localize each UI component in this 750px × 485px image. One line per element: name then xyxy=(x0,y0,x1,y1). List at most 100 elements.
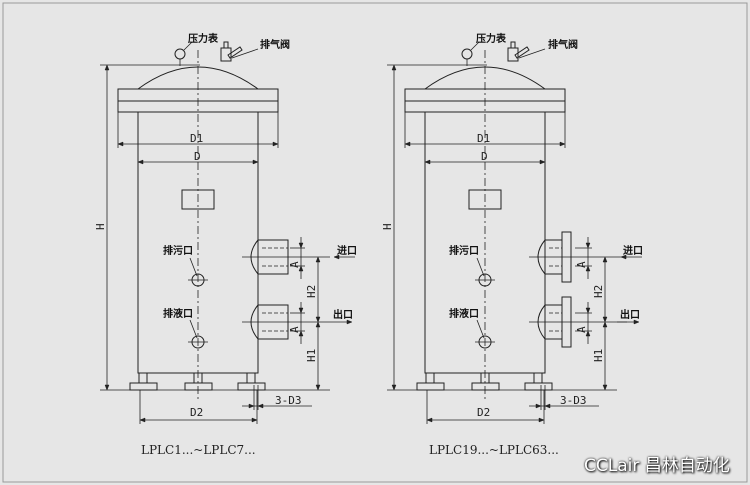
arrow xyxy=(298,242,304,249)
vent-valve-cap xyxy=(510,41,516,49)
foot-pad xyxy=(184,382,213,391)
inlet-nozzle xyxy=(537,239,563,275)
outlet-nozzle xyxy=(250,304,289,340)
arrow xyxy=(585,265,591,272)
arrow xyxy=(137,159,144,165)
foot-leg xyxy=(533,372,543,384)
dim-A-outlet: A xyxy=(288,326,301,333)
inlet-arrow-icon xyxy=(333,254,340,260)
arrow xyxy=(315,256,321,263)
right-labels: 压力表 排气阀 排污口 排液口 进口 出口 D1 D H A A H2 H1 D… xyxy=(381,32,643,457)
dim-A-outlet: A xyxy=(575,326,588,333)
outlet-arrow-icon xyxy=(633,319,640,325)
outlet-arrow-icon xyxy=(346,319,353,325)
arrow xyxy=(424,159,431,165)
dim-D2: D2 xyxy=(477,406,490,419)
drain-sewage-port-leader xyxy=(189,257,198,277)
pressure-gauge-icon xyxy=(174,48,186,60)
dim-D2: D2 xyxy=(190,406,203,419)
dim-H: H xyxy=(381,223,394,230)
dim-D: D xyxy=(194,150,201,163)
left-labels: 压力表 排气阀 排污口 排液口 进口 出口 D1 D H A A H2 H1 D… xyxy=(94,32,357,457)
arrow xyxy=(585,307,591,314)
dim-D1: D1 xyxy=(477,132,490,145)
dim-H1: H1 xyxy=(305,349,318,362)
arrow xyxy=(104,384,110,391)
model-label-left: LPLC1...~LPLC7... xyxy=(141,443,256,457)
foot-pad xyxy=(416,382,445,391)
arrow xyxy=(538,417,545,423)
arrow xyxy=(315,316,321,323)
pressure-gauge-label: 压力表 xyxy=(188,32,219,45)
arrow xyxy=(257,403,264,409)
dim-A-inlet: A xyxy=(575,261,588,268)
drain-sewage-label: 排污口 xyxy=(449,244,479,257)
vent-valve-handle xyxy=(227,46,243,59)
vessel-drawing-right xyxy=(387,41,642,424)
pressure-gauge-icon xyxy=(461,48,473,60)
arrow xyxy=(585,242,591,249)
dim-D1: D1 xyxy=(190,132,203,145)
foot-pad xyxy=(129,382,158,391)
arrow xyxy=(404,141,411,147)
arrow xyxy=(251,417,258,423)
drain-liquid-port-leader xyxy=(189,319,198,339)
dim-D3: 3-D3 xyxy=(275,394,302,407)
nameplate xyxy=(468,189,502,210)
arrow xyxy=(602,316,608,323)
arrow xyxy=(117,141,124,147)
arrow xyxy=(248,403,255,409)
inlet-label: 进口 xyxy=(337,244,357,257)
dim-A-inlet: A xyxy=(288,261,301,268)
foot-pad xyxy=(471,382,500,391)
arrow xyxy=(602,256,608,263)
arrow xyxy=(544,403,551,409)
arrow xyxy=(298,307,304,314)
arrow xyxy=(315,321,321,328)
arrow xyxy=(139,417,146,423)
arrow xyxy=(426,417,433,423)
vent-valve-leader xyxy=(231,48,259,59)
watermark: CCLair 昌林自动化 xyxy=(584,456,730,476)
arrow xyxy=(539,159,546,165)
dim-H: H xyxy=(94,223,107,230)
vent-valve-handle xyxy=(514,46,530,59)
arrow xyxy=(391,384,397,391)
arrow xyxy=(559,141,566,147)
outlet-label: 出口 xyxy=(620,308,640,321)
pressure-gauge-label: 压力表 xyxy=(476,32,507,45)
arrow xyxy=(315,384,321,391)
arrow xyxy=(602,321,608,328)
inlet-label: 进口 xyxy=(623,244,643,257)
foot-leg xyxy=(425,372,435,384)
outlet-label: 出口 xyxy=(333,308,353,321)
foot-leg xyxy=(246,372,256,384)
arrow xyxy=(391,64,397,71)
pressure-gauge-leader xyxy=(470,41,480,51)
drain-liquid-label: 排液口 xyxy=(163,307,193,320)
drain-sewage-port-leader xyxy=(476,257,485,277)
vent-valve-label: 排气阀 xyxy=(260,38,290,51)
dim-H1: H1 xyxy=(592,349,605,362)
inlet-nozzle xyxy=(250,239,289,275)
drain-sewage-label: 排污口 xyxy=(163,244,193,257)
dim-D3: 3-D3 xyxy=(560,394,587,407)
arrow xyxy=(585,330,591,337)
vent-valve-leader xyxy=(518,48,546,59)
dim-D: D xyxy=(481,150,488,163)
vent-valve-label: 排气阀 xyxy=(548,38,578,51)
arrow xyxy=(298,330,304,337)
arrow xyxy=(535,403,542,409)
outlet-nozzle xyxy=(537,304,563,340)
model-label-right: LPLC19...~LPLC63... xyxy=(429,443,559,457)
arrow xyxy=(104,64,110,71)
vessel-drawing-left xyxy=(100,41,355,424)
arrow xyxy=(298,265,304,272)
pressure-gauge-leader xyxy=(183,41,193,51)
dim-H2: H2 xyxy=(305,285,318,298)
arrow xyxy=(272,141,279,147)
dim-H2: H2 xyxy=(592,285,605,298)
